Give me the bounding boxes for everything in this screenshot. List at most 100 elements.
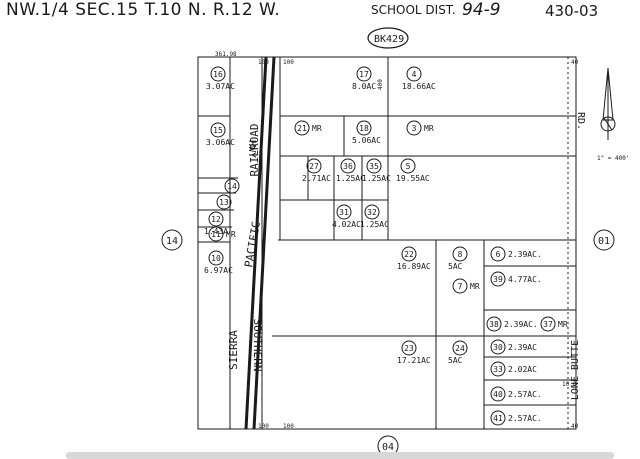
- neighbor-south: 04: [382, 442, 394, 453]
- pacific-label: PACIFIC: [242, 220, 263, 268]
- parcel-area: 18.66AC: [402, 82, 436, 91]
- rd-label: RD.: [575, 112, 586, 130]
- parcel-circle: [490, 361, 506, 377]
- book-number: BK429: [374, 34, 404, 45]
- dim-side-2: 10.0: [562, 381, 577, 388]
- parcel-number: 35: [369, 162, 379, 171]
- parcel-number: 6: [496, 250, 501, 259]
- parcel-area: 4.77AC.: [508, 275, 542, 284]
- parcel-area: 3.07AC: [206, 82, 235, 91]
- parcel-circle: [490, 246, 506, 262]
- school-district-label: SCHOOL DIST.: [371, 3, 456, 17]
- parcel-circle: [208, 250, 224, 266]
- neighbor-east-circle: [593, 229, 615, 251]
- railroad-track-1: [244, 56, 268, 430]
- parcel-number: 41: [493, 414, 503, 423]
- parcel-area: MR: [226, 230, 236, 239]
- parcel-circle: [540, 316, 556, 332]
- parcel-circle: [490, 339, 506, 355]
- parcel-area: MR: [558, 320, 568, 329]
- parcel-number: 5: [406, 162, 411, 171]
- dim-top-mid: 100: [258, 59, 269, 66]
- parcel-area: 2.39AC.: [508, 250, 542, 259]
- parcel-area: 1.25AC: [360, 220, 389, 229]
- parcel-number: 11: [211, 230, 221, 239]
- parcel-number: 17: [359, 70, 369, 79]
- parcel-number: 21: [297, 124, 307, 133]
- parcel-area: 5.06AC: [352, 136, 381, 145]
- southern-label: SOUTHERN: [251, 319, 264, 372]
- parcel-circle: [306, 158, 322, 174]
- dim-top-far: 40: [571, 59, 579, 66]
- parcel-area: 2.57AC.: [508, 390, 542, 399]
- parcel-circle: [340, 158, 356, 174]
- parcel-number: 33: [493, 365, 503, 374]
- dim-bottom-right: 100: [283, 423, 294, 430]
- parcel-area: 8.0AC: [352, 82, 376, 91]
- parcel-number: 27: [309, 162, 319, 171]
- hwy-label: HWY: [246, 140, 257, 158]
- parcel-circle: [490, 386, 506, 402]
- parcel-number: 37: [543, 320, 553, 329]
- dim-bottom-mid: 100: [258, 423, 269, 430]
- parcel-area: 2.39AC.: [504, 320, 538, 329]
- parcel-number: 18: [359, 124, 369, 133]
- map-title: NW.1/4 SEC.15 T.10 N. R.12 W.: [6, 0, 281, 20]
- lone-butte-label: LONE BUTTE: [570, 340, 581, 400]
- parcel-number: 36: [343, 162, 353, 171]
- parcel-circle: [486, 316, 502, 332]
- parcel-number: 12: [211, 215, 221, 224]
- section-boundary: [197, 56, 577, 430]
- parcel-area: 17.21AC: [397, 356, 431, 365]
- sierra-label: SIERRA: [227, 330, 240, 370]
- parcel-number: 38: [489, 320, 499, 329]
- book-number-circle: [367, 27, 409, 49]
- parcel-area: MR: [470, 282, 480, 291]
- parcel-area: MR: [312, 124, 322, 133]
- parcel-circle: [406, 120, 422, 136]
- parcel-area: 1.25AC: [336, 174, 365, 183]
- parcel-circle: [294, 120, 310, 136]
- parcel-number: 10: [211, 254, 221, 263]
- parcel-number: 15: [213, 126, 223, 135]
- neighbor-east: 01: [598, 236, 610, 247]
- parcel-number: 7: [458, 282, 463, 291]
- railroad-label: RAILROAD: [248, 124, 261, 177]
- parcel-number: 13: [219, 198, 229, 207]
- parcel-circle: [452, 278, 468, 294]
- parcel-number: 40: [493, 390, 503, 399]
- parcel-number: 32: [367, 208, 377, 217]
- parcel-number: 30: [493, 343, 503, 352]
- parcel-area: 5AC: [448, 262, 463, 271]
- parcel-area: 16.89AC: [397, 262, 431, 271]
- parcel-number: 24: [455, 344, 465, 353]
- parcel-circle: [490, 410, 506, 426]
- parcel-number: 39: [493, 275, 503, 284]
- parcel-circle: [208, 211, 224, 227]
- parcel-area: 3.06AC: [206, 138, 235, 147]
- parcel-circle: [366, 158, 382, 174]
- map-number: 430-03: [545, 2, 599, 20]
- parcel-number: 4: [412, 70, 417, 79]
- parcel-number: 3: [412, 124, 417, 133]
- parcel-area: 19.55AC: [396, 174, 430, 183]
- scale-label: 1" = 400': [597, 155, 630, 162]
- parcel-circle: [406, 66, 422, 82]
- parcel-circle: [452, 340, 468, 356]
- parcel-area: 2.39AC: [508, 343, 537, 352]
- parcel-circle: [210, 66, 226, 82]
- parcel-circle: [224, 178, 240, 194]
- parcel-area: 2.71AC: [302, 174, 331, 183]
- dim-top-right: 100: [283, 59, 294, 66]
- neighbor-west: 14: [166, 236, 178, 247]
- parcel-circle: [364, 204, 380, 220]
- railroad-track-2: [252, 56, 276, 430]
- parcel-area: 1.43A: [204, 227, 228, 236]
- parcel-circle: [401, 246, 417, 262]
- parcel-number: 8: [458, 250, 463, 259]
- dim-top-left: 361.98: [215, 51, 237, 58]
- scroll-bar[interactable]: [66, 452, 614, 459]
- neighbor-west-circle: [161, 229, 183, 251]
